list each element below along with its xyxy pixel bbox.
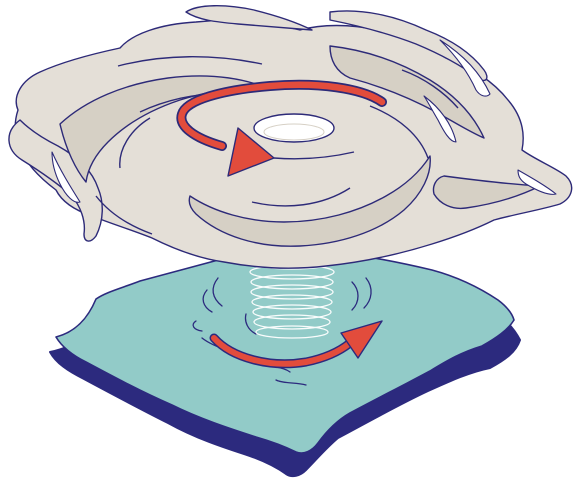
hurricane-cloud-icon — [9, 6, 572, 268]
eye-icon — [254, 114, 334, 142]
ocean-surface-icon — [50, 248, 520, 476]
